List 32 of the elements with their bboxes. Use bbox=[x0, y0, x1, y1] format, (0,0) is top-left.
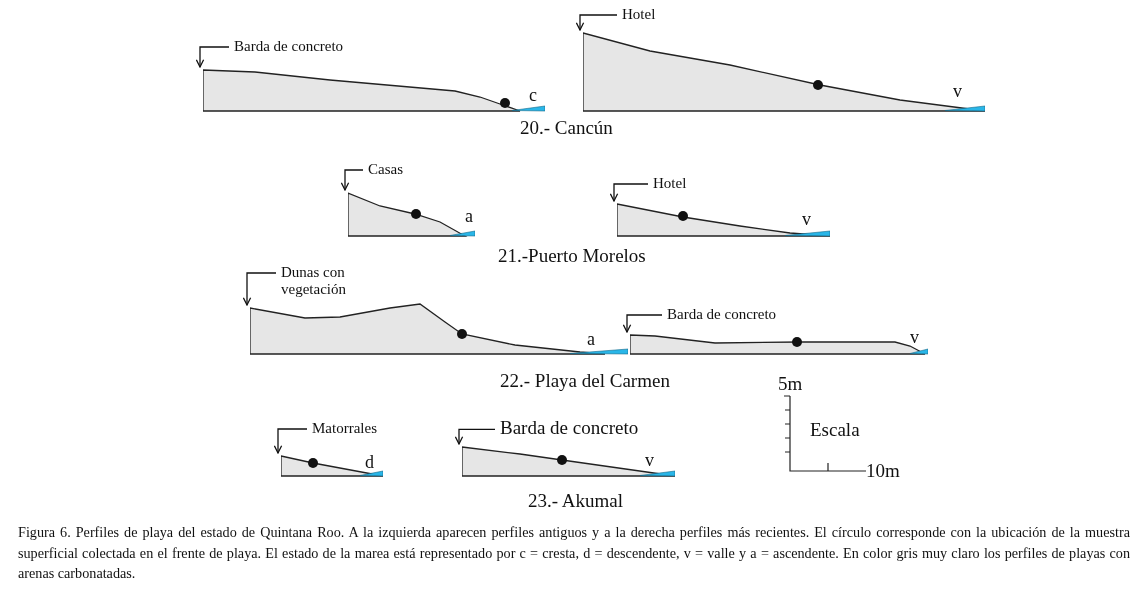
tide-letter: v bbox=[910, 328, 919, 348]
wall-label: Barda de concreto bbox=[234, 38, 374, 55]
wall-label: Matorrales bbox=[312, 420, 402, 437]
site-title: 21.-Puerto Morelos bbox=[498, 246, 646, 267]
site-title: 22.- Playa del Carmen bbox=[500, 371, 670, 392]
leader-arrow bbox=[575, 14, 618, 31]
wall-label: Hotel bbox=[622, 6, 682, 23]
tide-letter: v bbox=[802, 210, 811, 230]
tide-letter: a bbox=[587, 330, 595, 350]
leader-arrow bbox=[340, 169, 364, 191]
wall-label: Casas bbox=[368, 161, 428, 178]
scale-value: 5m bbox=[778, 374, 803, 395]
leader-arrow bbox=[454, 428, 496, 445]
site-title: 23.- Akumal bbox=[528, 491, 623, 512]
tide-letter: v bbox=[645, 451, 654, 471]
site-title: 20.- Cancún bbox=[520, 118, 613, 139]
leader-arrow bbox=[195, 46, 230, 68]
leader-arrow bbox=[609, 183, 649, 202]
tide-letter: d bbox=[365, 453, 374, 473]
scale-value: 10m bbox=[866, 461, 900, 482]
tide-letter: v bbox=[953, 82, 962, 102]
scale-label: Escala bbox=[810, 420, 860, 441]
leader-arrow bbox=[242, 272, 277, 306]
tide-letter: a bbox=[465, 207, 473, 227]
tide-letter: c bbox=[529, 86, 537, 106]
wall-label: Barda de concreto bbox=[500, 418, 670, 439]
leader-arrow bbox=[273, 428, 308, 454]
wall-label: Dunas con vegetación bbox=[281, 264, 371, 297]
leader-arrow bbox=[622, 314, 663, 333]
wall-label: Hotel bbox=[653, 175, 713, 192]
figure-caption: Figura 6. Perfiles de playa del estado de Quintana Roo. A la izquierda aparecen perfiles antiguos y a la derecha perfiles más recientes. El círculo corresponde con la ubicación de la muestra superficial colectada en el frente de playa. El estado de la marea está representado por c = cresta, d = descendente, v = valle y a = ascendente. En color gris muy claro los perfiles de playas con arenas carbonatadas. bbox=[18, 523, 1130, 584]
wall-label: Barda de concreto bbox=[667, 306, 807, 323]
